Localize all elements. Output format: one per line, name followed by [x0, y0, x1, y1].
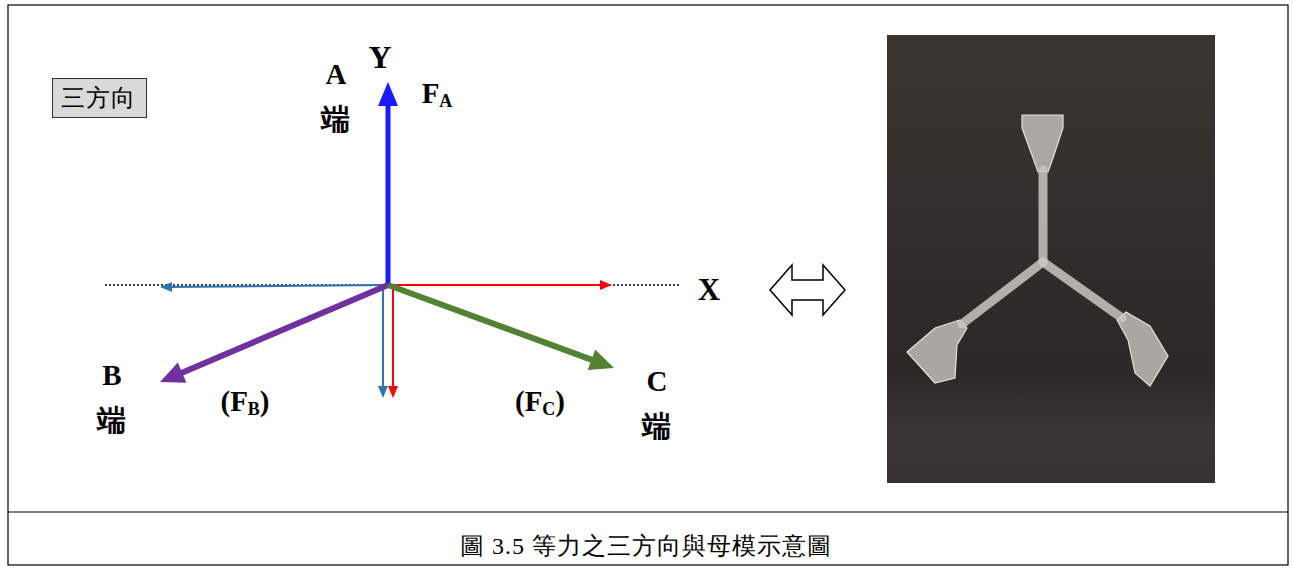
mold-photo	[887, 35, 1215, 483]
specimen-arms	[962, 170, 1122, 324]
axis-label: X	[698, 273, 720, 307]
axis-label: Y	[368, 40, 391, 75]
force-arrow-shaft	[392, 285, 394, 388]
force-label: (FB)	[220, 386, 269, 420]
force-arrow-head	[378, 386, 388, 398]
force-arrow-shaft	[170, 285, 388, 287]
force-arrow-shaft	[180, 285, 388, 373]
force-arrow-head	[388, 386, 398, 398]
force-arrow-shaft	[382, 285, 384, 388]
force-arrow-head	[160, 282, 172, 292]
equivalence-arrow	[770, 265, 845, 315]
force-arrow-head	[378, 82, 398, 106]
force-label: (FC)	[515, 386, 565, 420]
force-arrow-shaft	[388, 285, 593, 360]
end-label: C 端	[641, 359, 673, 449]
force-arrow-shaft	[386, 104, 391, 287]
end-label: A 端	[320, 52, 352, 142]
force-arrow-head	[160, 362, 186, 382]
force-arrow-head	[600, 280, 612, 290]
force-arrows	[160, 82, 614, 398]
end-label: B 端	[96, 353, 128, 443]
photo-background	[887, 35, 1215, 483]
force-arrow-head	[588, 349, 614, 370]
box-title: 三方向	[61, 82, 138, 114]
caption-divider	[8, 511, 1288, 512]
outer-frame	[8, 5, 1288, 565]
label-box: 三方向	[52, 78, 147, 118]
figure-caption: 圖 3.5 等力之三方向與母模示意圖	[0, 530, 1292, 562]
force-arrow-shaft	[388, 284, 602, 286]
force-label: FA	[422, 78, 453, 112]
y-shaped-specimen	[907, 115, 1168, 386]
